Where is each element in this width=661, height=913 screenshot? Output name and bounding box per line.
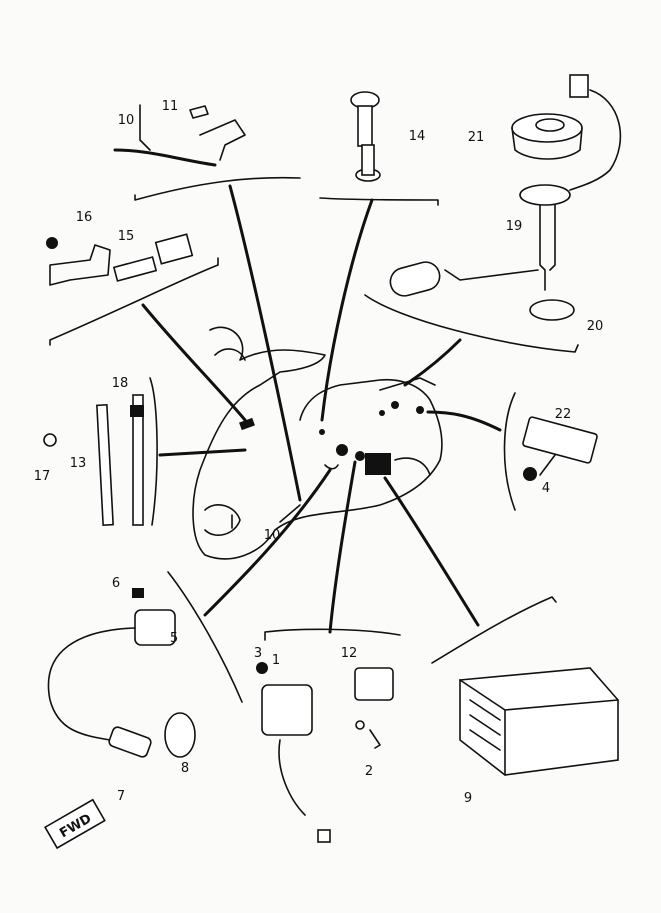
scooter-body <box>192 326 443 560</box>
callout-10-lower: 10 <box>264 528 281 543</box>
callout-9: 9 <box>464 791 472 806</box>
callout-14: 14 <box>409 129 426 144</box>
part-cdi-unit <box>256 662 394 843</box>
callout-12: 12 <box>341 646 358 661</box>
callout-3: 3 <box>254 646 262 661</box>
callout-10: 10 <box>118 113 135 128</box>
callout-labels: 11 10 14 21 16 15 19 20 18 17 13 22 4 10… <box>34 99 604 806</box>
callout-8: 8 <box>181 761 189 776</box>
part-cable-ties <box>43 394 144 527</box>
callout-15: 15 <box>118 229 135 244</box>
part-22-reflector <box>522 416 598 481</box>
callout-19: 19 <box>506 219 523 234</box>
part-battery <box>459 667 619 776</box>
part-15-16 <box>46 233 194 286</box>
part-fuel-sender <box>389 74 622 321</box>
part-ignition-coil <box>47 588 196 758</box>
callout-1: 1 <box>272 653 280 668</box>
callout-13: 13 <box>70 456 87 471</box>
callout-6: 6 <box>112 576 120 591</box>
callout-22: 22 <box>555 407 572 422</box>
leader-lines <box>141 184 502 634</box>
part-14 <box>350 91 381 182</box>
callout-7: 7 <box>117 789 125 804</box>
callout-16: 16 <box>76 210 93 225</box>
group-brackets <box>49 176 579 703</box>
part-wire-harness-clip <box>113 104 246 167</box>
callout-18: 18 <box>112 376 129 391</box>
callout-21: 21 <box>468 130 485 145</box>
callout-17: 17 <box>34 469 51 484</box>
callout-20: 20 <box>587 319 604 334</box>
callout-4: 4 <box>542 481 550 496</box>
callout-2: 2 <box>365 764 373 779</box>
callout-5: 5 <box>170 631 178 646</box>
fwd-direction-icon: FWD <box>44 798 106 850</box>
callout-11: 11 <box>162 99 179 114</box>
